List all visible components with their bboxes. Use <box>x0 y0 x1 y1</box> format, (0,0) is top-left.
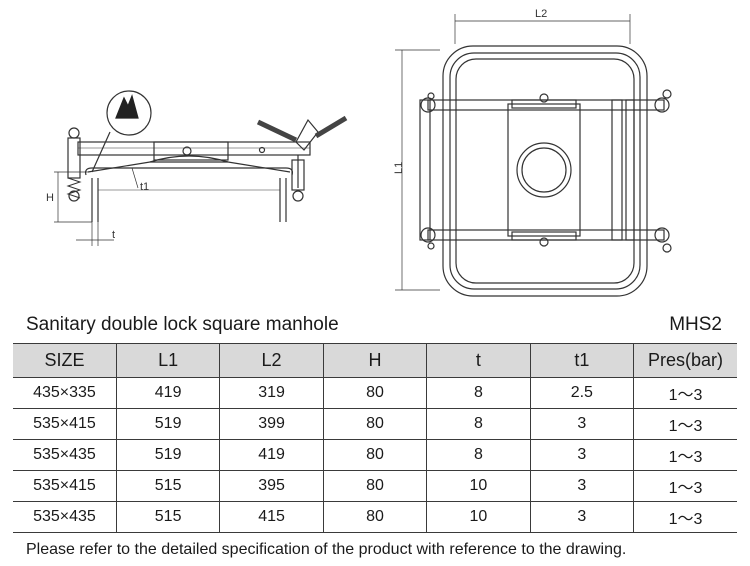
cell-size: 535×435 <box>13 501 117 533</box>
cell-t1: 3 <box>529 408 635 440</box>
model-code: MHS2 <box>669 314 722 335</box>
cell-t1: 2.5 <box>529 377 635 409</box>
cell-h: 80 <box>322 439 428 471</box>
technical-drawing: H t1 t L2 L1 <box>46 8 672 297</box>
cell-size: 435×335 <box>13 377 117 409</box>
product-title: Sanitary double lock square manhole <box>26 314 339 335</box>
cell-pressure: 1～3 <box>633 439 737 471</box>
column-header-t: t <box>426 343 531 378</box>
dim-label-t: t <box>112 229 115 241</box>
table-header-row: SIZE L1 L2 H t t1 Pres(bar) <box>13 343 737 378</box>
cell-l1: 515 <box>115 501 221 533</box>
cell-h: 80 <box>322 408 428 440</box>
table-row: 535×415 515 395 80 10 3 1～3 <box>13 470 737 502</box>
table-row: 435×335 419 319 80 8 2.5 1～3 <box>13 377 737 409</box>
column-header-h: H <box>322 343 428 378</box>
cell-t1: 3 <box>529 439 635 471</box>
cell-l1: 419 <box>115 377 221 409</box>
cell-l1: 519 <box>115 439 221 471</box>
top-view: L2 L1 <box>393 8 672 297</box>
cell-size: 535×435 <box>13 439 117 471</box>
cell-l2: 419 <box>219 439 324 471</box>
cell-t: 8 <box>426 408 531 440</box>
cell-pressure: 1～3 <box>633 470 737 502</box>
cell-pressure: 1～3 <box>633 501 737 533</box>
cell-t: 8 <box>426 439 531 471</box>
column-header-l2: L2 <box>219 343 324 378</box>
cell-l2: 415 <box>219 501 324 533</box>
footer-note: Please refer to the detailed specificati… <box>26 541 627 558</box>
cell-h: 80 <box>322 470 428 502</box>
cell-t1: 3 <box>529 501 635 533</box>
cell-l1: 515 <box>115 470 221 502</box>
cell-pressure: 1～3 <box>633 408 737 440</box>
cell-t: 10 <box>426 501 531 533</box>
cell-l2: 395 <box>219 470 324 502</box>
table-row: 535×435 519 419 80 8 3 1～3 <box>13 439 737 471</box>
cell-size: 535×415 <box>13 470 117 502</box>
column-header-size: SIZE <box>13 343 117 378</box>
cell-l2: 399 <box>219 408 324 440</box>
table-row: 535×435 515 415 80 10 3 1～3 <box>13 501 737 533</box>
cell-l2: 319 <box>219 377 324 409</box>
column-header-t1: t1 <box>529 343 635 378</box>
table-row: 535×415 519 399 80 8 3 1～3 <box>13 408 737 440</box>
cell-pressure: 1～3 <box>633 377 737 409</box>
cell-t: 8 <box>426 377 531 409</box>
dim-label-t1: t1 <box>140 181 149 193</box>
dim-label-l1: L1 <box>393 162 405 174</box>
spec-table: SIZE L1 L2 H t t1 Pres(bar) 435×335 419 … <box>13 343 737 533</box>
cell-h: 80 <box>322 377 428 409</box>
dim-label-h: H <box>46 192 54 204</box>
cell-t1: 3 <box>529 470 635 502</box>
dim-label-l2: L2 <box>535 8 547 20</box>
detail-callout <box>91 90 152 173</box>
column-header-l1: L1 <box>115 343 221 378</box>
side-view: H t1 t <box>46 90 348 246</box>
cell-l1: 519 <box>115 408 221 440</box>
cell-h: 80 <box>322 501 428 533</box>
cell-size: 535×415 <box>13 408 117 440</box>
column-header-pressure: Pres(bar) <box>633 343 737 378</box>
cell-t: 10 <box>426 470 531 502</box>
